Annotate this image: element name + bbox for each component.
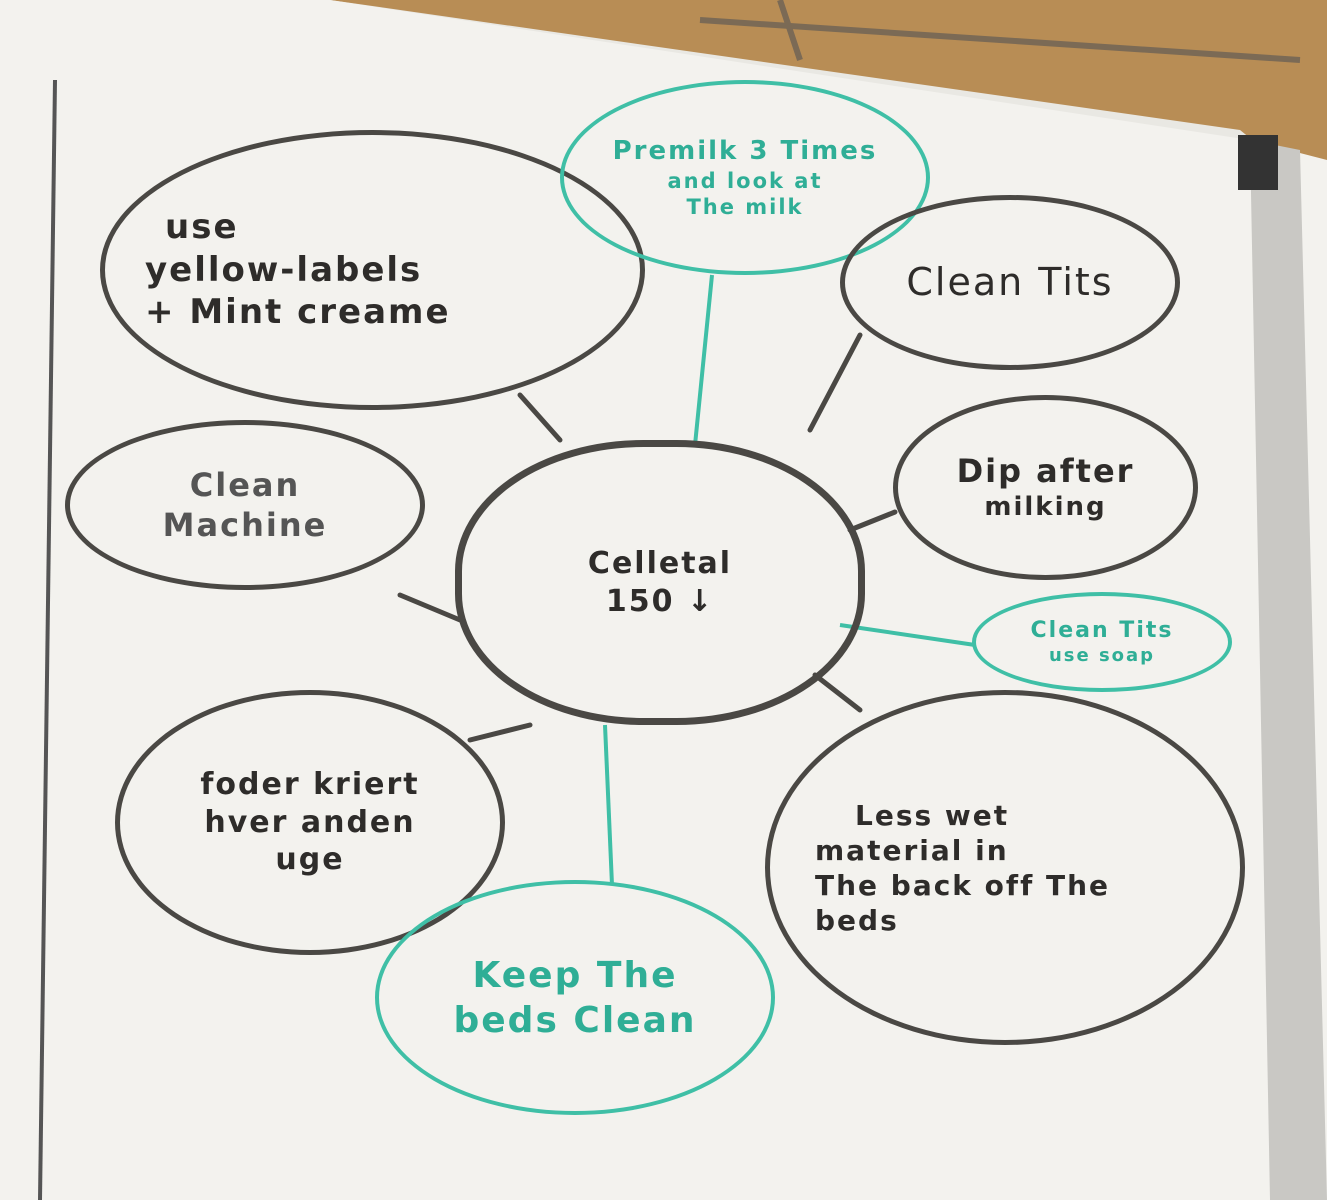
node-text: milking bbox=[984, 492, 1107, 523]
teal-connector-lines bbox=[603, 274, 976, 886]
node-text: Clean Tits bbox=[906, 259, 1114, 304]
board-frame bbox=[1250, 140, 1327, 1200]
node-clean-machine: Clean Machine bbox=[65, 420, 425, 590]
node-text: material in bbox=[815, 833, 1009, 867]
frame-corner bbox=[1238, 135, 1278, 190]
node-text: Dip after bbox=[956, 452, 1135, 491]
center-text: 150 ↓ bbox=[605, 583, 715, 619]
node-text: Clean Tits bbox=[1030, 618, 1174, 643]
node-clean-tits-soap: Clean Tits use soap bbox=[972, 592, 1232, 692]
brick-mortar bbox=[777, 0, 803, 61]
node-text: Premilk 3 Times bbox=[612, 136, 878, 166]
node-text: Machine bbox=[162, 506, 328, 544]
node-text: beds Clean bbox=[453, 999, 697, 1041]
node-keep-beds: Keep The beds Clean bbox=[375, 880, 775, 1115]
brick-wall bbox=[330, 0, 1327, 200]
connector-lines bbox=[397, 332, 898, 743]
board-edge-line bbox=[38, 79, 57, 1200]
node-foder: foder kriert hver anden uge bbox=[115, 690, 505, 955]
node-text: Keep The bbox=[472, 954, 678, 996]
node-text: uge bbox=[275, 842, 345, 878]
center-text: Celletal bbox=[587, 546, 733, 581]
center-node-celletal: Celletal 150 ↓ bbox=[455, 440, 865, 725]
node-text: The milk bbox=[686, 194, 804, 219]
node-less-wet: Less wet material in The back off The be… bbox=[765, 690, 1245, 1045]
node-text: use soap bbox=[1048, 644, 1156, 666]
node-text: hver anden bbox=[204, 804, 416, 840]
brick-mortar bbox=[699, 17, 1301, 63]
node-text: Less wet bbox=[855, 798, 1010, 832]
node-text: Clean bbox=[189, 466, 301, 504]
node-text: yellow-labels bbox=[145, 249, 423, 290]
node-text: The back off The bbox=[815, 868, 1111, 902]
node-text: and look at bbox=[667, 168, 823, 193]
node-clean-tits: Clean Tits bbox=[840, 195, 1180, 370]
node-text: foder kriert bbox=[200, 767, 420, 803]
node-text: beds bbox=[815, 903, 899, 937]
node-yellow-labels: use yellow-labels + Mint creame bbox=[100, 130, 645, 410]
node-premilk: Premilk 3 Times and look at The milk bbox=[560, 80, 930, 275]
node-text: use bbox=[165, 207, 239, 248]
node-dip-after: Dip after milking bbox=[893, 395, 1198, 580]
node-text: + Mint creame bbox=[145, 292, 451, 333]
